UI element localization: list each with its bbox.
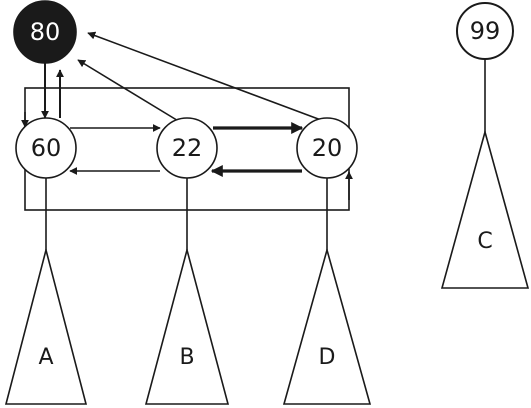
node-99 (456, 2, 514, 60)
arrow-22-to-80 (77, 59, 181, 123)
node-99-label: 99 (470, 17, 501, 45)
subtree-c-triangle (440, 128, 530, 289)
node-22 (156, 117, 218, 179)
node-80-filled (13, 0, 77, 64)
subtree-b-triangle (144, 246, 230, 405)
node-60-label: 60 (31, 134, 62, 162)
node-20 (296, 117, 358, 179)
subtree-a-label: A (38, 345, 53, 370)
subtree-a-triangle (4, 246, 88, 405)
subtree-d-triangle (282, 247, 372, 405)
node-80-label: 80 (30, 18, 61, 46)
node-22-label: 22 (172, 134, 203, 162)
node-60 (15, 117, 77, 179)
subtree-c-label: C (477, 229, 492, 254)
arrow-20-to-80 (87, 31, 322, 121)
subtree-b-label: B (179, 345, 194, 370)
subtree-d-label: D (319, 345, 336, 370)
node-20-label: 20 (312, 134, 343, 162)
